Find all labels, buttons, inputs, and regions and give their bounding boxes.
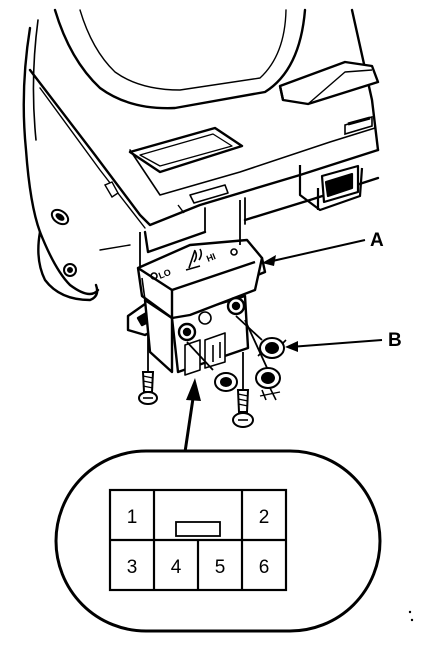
console-mount-holes <box>50 181 185 277</box>
pin-3-label: 3 <box>127 557 138 578</box>
seat-heater-icon <box>185 248 203 271</box>
pin-2-label: 2 <box>259 507 270 528</box>
self-tapping-screw <box>138 371 158 405</box>
seat-heater-switch <box>126 238 267 376</box>
switch-hi-label: HI <box>205 251 217 264</box>
console-right-slot <box>344 115 373 136</box>
pin-4-label: 4 <box>171 557 182 578</box>
switch-face-markings: LO HI <box>150 248 238 281</box>
hi-indicator-icon <box>230 248 238 256</box>
connector-pin-labels: 1 2 3 4 5 6 <box>127 507 270 578</box>
callout-a-label: A <box>370 230 384 251</box>
mounting-screw <box>214 372 238 392</box>
lo-indicator-icon <box>150 272 158 280</box>
callout-b-label: B <box>388 330 402 351</box>
connector-view-arrow <box>183 378 201 453</box>
mounting-screw <box>255 367 281 401</box>
console-right-bracket <box>189 164 364 212</box>
connector-lock-tab <box>175 521 221 537</box>
installation-guide-lines <box>139 200 269 390</box>
self-tapping-screw <box>232 389 254 428</box>
switch-lo-label: LO <box>157 267 172 281</box>
callout-b-leader <box>285 339 383 352</box>
mounting-screw <box>257 337 287 359</box>
scan-marks <box>408 610 414 622</box>
connector-terminal-view <box>108 488 288 592</box>
pin-1-label: 1 <box>127 507 138 528</box>
pin-6-label: 6 <box>259 557 270 578</box>
pin-5-label: 5 <box>215 557 226 578</box>
callout-a-leader <box>262 239 366 266</box>
console-opening <box>128 126 244 174</box>
console-top-button <box>278 60 380 106</box>
console-panel <box>22 8 380 302</box>
